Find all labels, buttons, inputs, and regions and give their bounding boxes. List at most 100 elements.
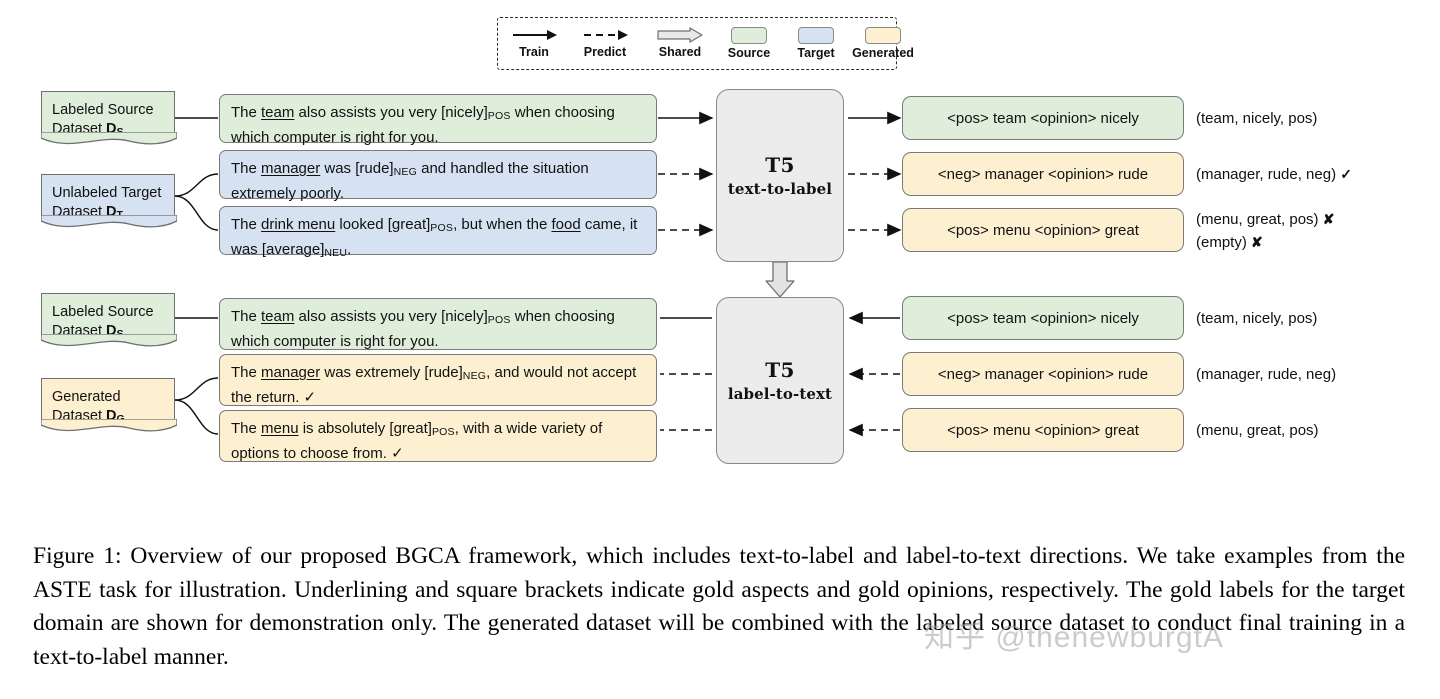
sentence-fragment: and handled the situation extremely poor…: [231, 160, 589, 202]
t5-subtitle: text-to-label: [727, 180, 833, 198]
t5-subtitle: label-to-text: [727, 385, 833, 403]
dataset-box-generated: Generated Dataset DG: [40, 378, 177, 432]
doc-wave-edge: [40, 132, 177, 145]
label-box-gen-2: <pos> menu <opinion> great: [902, 408, 1184, 452]
label-box-gen-1: <neg> manager <opinion> rude: [902, 352, 1184, 396]
sentence-fragment: when choosing which computer is right fo…: [231, 104, 615, 146]
doc-wave-edge: [40, 334, 177, 347]
shared-block-arrow-icon: [765, 261, 795, 298]
sentiment-tag: POS: [431, 426, 455, 438]
dataset-box-labeled-source-bottom: Labeled Source Dataset DS: [40, 293, 177, 347]
label-text: <neg> manager <opinion> rude: [937, 365, 1149, 383]
sentiment-tag: NEU: [324, 247, 348, 259]
sentence-fragment: was extremely [rude]: [320, 364, 463, 381]
sentence-fragment: The: [231, 308, 262, 325]
sentiment-tag: NEG: [462, 370, 487, 382]
sentiment-tag: POS: [487, 314, 511, 326]
legend-label: Shared: [658, 45, 702, 59]
sentence-fragment: was [rude]: [320, 160, 394, 177]
t5-text-to-label-block: T5 text-to-label: [716, 89, 844, 262]
label-box-pred-1: <neg> manager <opinion> rude: [902, 152, 1184, 196]
doc-wave-edge: [40, 419, 177, 432]
dashed-arrow-icon: [584, 30, 628, 40]
sentence-fragment: came, it was [average]: [231, 216, 638, 258]
legend-item-generated: Generated: [842, 27, 924, 60]
label-text: <pos> menu <opinion> great: [947, 221, 1139, 239]
legend-label: Train: [519, 45, 549, 59]
sentence-fragment: , but when the: [453, 216, 552, 233]
sentence-text: The menu is absolutely [great]POS, with …: [231, 420, 602, 462]
dataset-line1: Labeled Source: [52, 102, 154, 118]
connector-layer: [174, 111, 902, 437]
tuple-text: (team, nicely, pos): [1196, 110, 1318, 127]
label-text: <pos> menu <opinion> great: [947, 421, 1139, 439]
gold-aspect: team: [261, 104, 295, 121]
legend-item-predict: Predict: [570, 27, 640, 59]
sentence-fragment: , and would not accept the return. ✓: [231, 364, 637, 406]
sentence-fragment: The: [231, 160, 262, 177]
sentence-fragment: also assists you very [nicely]: [294, 308, 488, 325]
sentence-box-target-2: The drink menu looked [great]POS, but wh…: [219, 206, 657, 259]
sentence-box-source-bottom: The team also assists you very [nicely]P…: [219, 298, 657, 350]
gold-aspect: food: [551, 216, 581, 233]
doc-wave-edge: [40, 215, 177, 228]
sentence-text: The team also assists you very [nicely]P…: [231, 104, 615, 146]
block-arrow-icon: [657, 27, 703, 43]
tuple-mark: ✘: [1251, 234, 1263, 250]
tuple-top-3: (menu, great, pos) ✘ (empty) ✘: [1196, 208, 1334, 254]
tuple-bottom-1: (team, nicely, pos): [1196, 307, 1317, 330]
dataset-symbol: D: [106, 323, 117, 339]
sentence-fragment: looked [great]: [335, 216, 431, 233]
sentence-fragment: The: [231, 104, 262, 121]
t5-label-to-text-block: T5 label-to-text: [716, 297, 844, 464]
sentence-fragment: .: [347, 241, 352, 258]
sentence-fragment: The: [231, 364, 262, 381]
sentiment-tag: NEG: [393, 166, 417, 178]
gold-aspect: manager: [261, 364, 321, 381]
sentence-text: The drink menu looked [great]POS, but wh…: [231, 216, 638, 259]
tuple-mark: ✓: [1340, 166, 1352, 182]
tuple-top-1: (team, nicely, pos): [1196, 107, 1317, 130]
legend-label: Source: [727, 46, 771, 60]
tuple-bottom-2: (manager, rude, neg): [1196, 363, 1336, 386]
dataset-box-unlabeled-target: Unlabeled Target Dataset DT: [40, 174, 177, 228]
dataset-symbol: D: [106, 121, 117, 137]
tuple-text: (manager, rude, neg): [1196, 366, 1337, 383]
legend-item-target: Target: [783, 27, 849, 60]
sentence-fragment: The: [231, 420, 262, 437]
sentence-box-generated-1: The manager was extremely [rude]NEG, and…: [219, 354, 657, 406]
dataset-symbol: D: [106, 408, 117, 424]
gold-aspect: drink menu: [261, 216, 336, 233]
legend-label: Target: [797, 46, 835, 60]
tuple-text: (empty): [1196, 234, 1247, 251]
sentence-fragment: also assists you very [nicely]: [294, 104, 488, 121]
tuple-text: (menu, great, pos): [1196, 211, 1319, 228]
blue-swatch: [798, 27, 834, 44]
dataset-symbol: D: [106, 204, 117, 220]
sentence-fragment: when choosing which computer is right fo…: [231, 308, 615, 350]
gold-aspect: menu: [261, 420, 299, 437]
dataset-box-labeled-source-top: Labeled Source Dataset DS: [40, 91, 177, 145]
t5-title: T5: [765, 358, 795, 382]
gold-aspect: team: [261, 308, 295, 325]
sentence-text: The manager was extremely [rude]NEG, and…: [231, 364, 636, 406]
sentence-fragment: is absolutely [great]: [298, 420, 432, 437]
sentiment-tag: POS: [487, 110, 511, 122]
label-box-pred-2: <pos> menu <opinion> great: [902, 208, 1184, 252]
label-box-source-bottom: <pos> team <opinion> nicely: [902, 296, 1184, 340]
label-text: <pos> team <opinion> nicely: [947, 109, 1139, 127]
figure-diagram: Train Predict Shared Source Target Gene: [40, 17, 1352, 464]
tuple-text: (manager, rude, neg): [1196, 166, 1337, 183]
legend-item-shared: Shared: [644, 27, 716, 59]
legend-item-source: Source: [716, 27, 782, 60]
dataset-line1: Unlabeled Target: [52, 185, 162, 201]
tuple-bottom-3: (menu, great, pos): [1196, 419, 1319, 442]
tuple-text: (team, nicely, pos): [1196, 310, 1318, 327]
dataset-line1: Generated: [52, 389, 121, 405]
label-box-source-top: <pos> team <opinion> nicely: [902, 96, 1184, 140]
legend-label: Generated: [852, 46, 914, 60]
gold-aspect: manager: [261, 160, 321, 177]
yellow-swatch: [865, 27, 901, 44]
sentence-text: The manager was [rude]NEG and handled th…: [231, 160, 589, 202]
solid-arrow-icon: [513, 30, 557, 40]
